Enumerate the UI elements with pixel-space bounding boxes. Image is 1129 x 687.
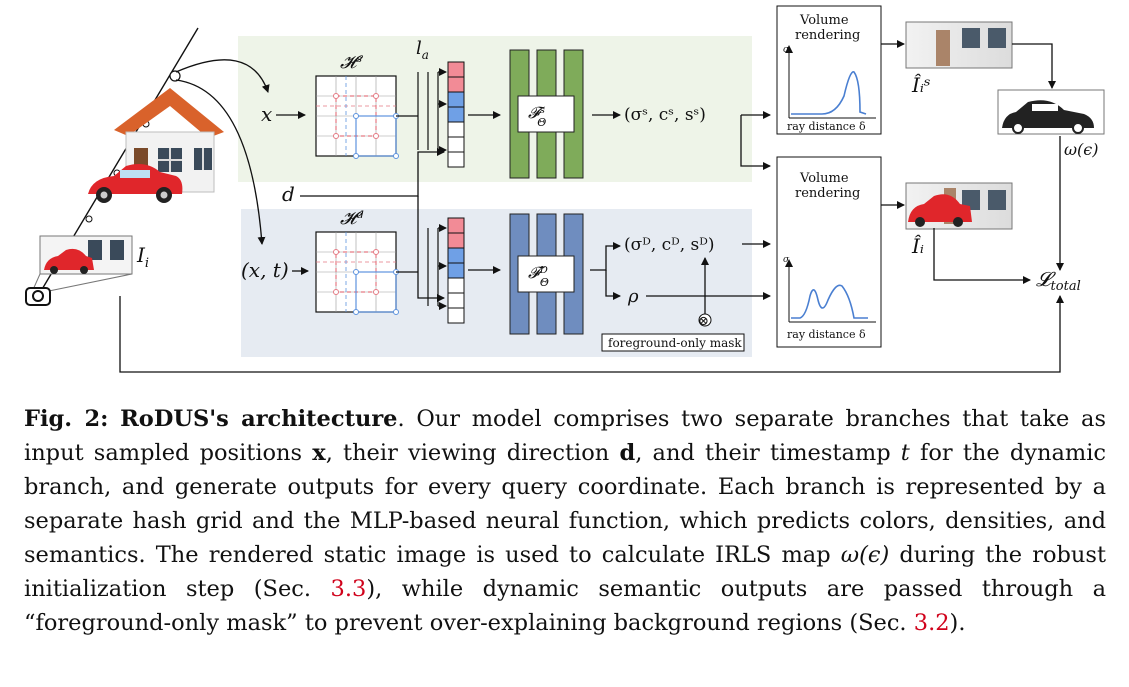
volume-rendering-top xyxy=(776,5,882,135)
caption-t: t xyxy=(900,440,910,466)
caption-ref-1[interactable]: 3.3 xyxy=(330,576,367,602)
figure-caption: Fig. 2: RoDUS's architecture. Our model … xyxy=(24,402,1106,640)
dynamic-level-connectors xyxy=(396,224,447,310)
dynamic-image-label: Îᵢ xyxy=(911,234,924,258)
image-label: Ii xyxy=(136,243,149,271)
arrow-to-static-input xyxy=(175,59,270,93)
dynamic-mlp xyxy=(509,213,584,335)
static-hash-grid xyxy=(315,75,399,159)
dynamic-rendered-image xyxy=(905,182,1013,230)
architecture-diagram: Ii x 𝓗ˢ la xyxy=(25,5,1105,373)
volume-rendering-bottom-line2: rendering xyxy=(795,186,860,201)
dynamic-input-xt: (x, t) xyxy=(241,258,289,282)
caption-fig-label: Fig. 2: xyxy=(24,406,109,432)
sigma-top: σ xyxy=(783,45,790,55)
dynamic-outputs: (σᴰ, cᴰ, sᴰ) xyxy=(624,235,714,255)
loss-label: 𝓛total xyxy=(1036,267,1081,294)
caption-d: d xyxy=(619,440,636,466)
ray-distance-bottom: ray distance δ xyxy=(787,328,866,341)
level-label: la xyxy=(416,38,429,62)
volume-rendering-bottom-line1: Volume xyxy=(799,171,849,186)
caption-text-6: ), while dynamic semantic outputs are pa… xyxy=(24,576,1107,636)
camera-icon xyxy=(25,287,51,306)
static-outputs: (σˢ, cˢ, sˢ) xyxy=(624,105,706,125)
dynamic-feature-vector xyxy=(447,217,465,324)
dynamic-hash-grid xyxy=(315,231,399,315)
static-hash-grid-label: 𝓗ˢ xyxy=(340,52,364,73)
direction-d: d xyxy=(282,182,295,206)
caption-title: RoDUS's architecture xyxy=(120,406,398,432)
caption-text-1: . Our model comprises two separate branc… xyxy=(24,406,1106,466)
irls-map xyxy=(997,89,1105,135)
dynamic-hash-grid-label: 𝓗ᵈ xyxy=(340,208,364,229)
arrow-to-dynamic-input xyxy=(175,79,266,245)
static-feature-vector xyxy=(447,61,465,168)
irls-label: ω(ϵ) xyxy=(1064,140,1099,159)
caption-text-3: , and their timestamp xyxy=(635,440,901,466)
otimes-symbol: ⊗ xyxy=(698,314,709,329)
ray-distance-top: ray distance δ xyxy=(787,120,866,133)
volume-rendering-bottom xyxy=(776,156,882,348)
rho-label: ρ xyxy=(627,286,639,307)
static-mlp xyxy=(509,49,584,179)
caption-x: x xyxy=(312,440,326,466)
static-level-connectors xyxy=(396,68,447,154)
sigma-bottom: σ xyxy=(783,255,790,265)
caption-text-5: during the robust initialization step (S… xyxy=(24,542,1106,602)
caption-omega: ω(ϵ) xyxy=(840,542,890,568)
caption-text-4: for the dynamic branch, and generate out… xyxy=(24,440,1106,568)
static-image-label: Îᵢˢ xyxy=(911,73,931,97)
static-rendered-image xyxy=(905,21,1013,69)
caption-text-7: ). xyxy=(949,610,966,636)
mask-label: foreground-only mask xyxy=(608,336,742,350)
car-illustration xyxy=(88,164,183,203)
input-image xyxy=(31,235,133,293)
static-input-x: x xyxy=(261,102,272,126)
caption-text-2: , their viewing direction xyxy=(325,440,620,466)
caption-ref-2[interactable]: 3.2 xyxy=(913,610,950,636)
volume-rendering-top-line2: rendering xyxy=(795,28,860,43)
volume-rendering-top-line1: Volume xyxy=(799,13,849,28)
mask-box xyxy=(601,333,745,352)
